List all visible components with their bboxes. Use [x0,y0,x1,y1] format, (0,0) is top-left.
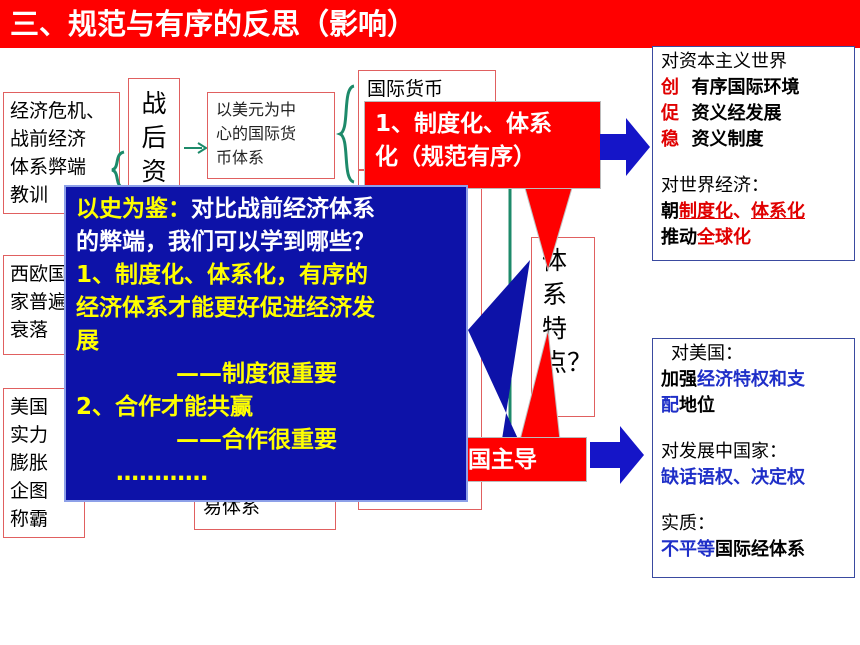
reflection-line-7: ——合作很重要 [176,427,337,453]
page-title: 三、规范与有序的反思（影响） [0,0,860,48]
reflection-box: 以史为鉴：对比战前经济体系 的弊端，我们可以学到哪些？ 1、制度化、体系化，有序… [64,185,468,502]
arrow-right-bottom [590,426,644,484]
reflection-line-2: 1、制度化、体系化，有序的 [76,262,369,288]
reflection-line-5: ——制度很重要 [176,361,337,387]
reflection-line-8: ………… [116,460,208,486]
callout-institutionalization: 1、制度化、体系 化（规范有序） [364,101,601,189]
panel-capitalist-world: 对资本主义世界 创 有序国际环境 促 资义经发展 稳 资义制度 对世界经济： 朝… [652,46,855,261]
reflection-line-1: 的弊端，我们可以学到哪些？ [76,229,375,255]
reflection-line-0: 对比战前经济体系 [191,196,375,222]
panel-us-impact: 对美国： 加强经济特权和支 配地位 对发展中国家： 缺话语权、决定权 实质： 不… [652,338,855,578]
mid-brace [336,84,355,184]
arrow-right-top [600,118,650,176]
reflection-head: 以史为鉴： [76,196,191,222]
cause-box-europe: 西欧国 家普遍 衰落 [3,255,85,355]
reflection-line-3: 经济体系才能更好促进经济发 [76,295,375,321]
reflection-line-6: 2、合作才能共赢 [76,394,254,420]
arrow-to-dollar [184,142,208,154]
left-brace [111,150,125,190]
reflection-line-4: 展 [76,328,99,354]
dollar-system-box: 以美元为中 心的国际货 币体系 [207,92,335,179]
